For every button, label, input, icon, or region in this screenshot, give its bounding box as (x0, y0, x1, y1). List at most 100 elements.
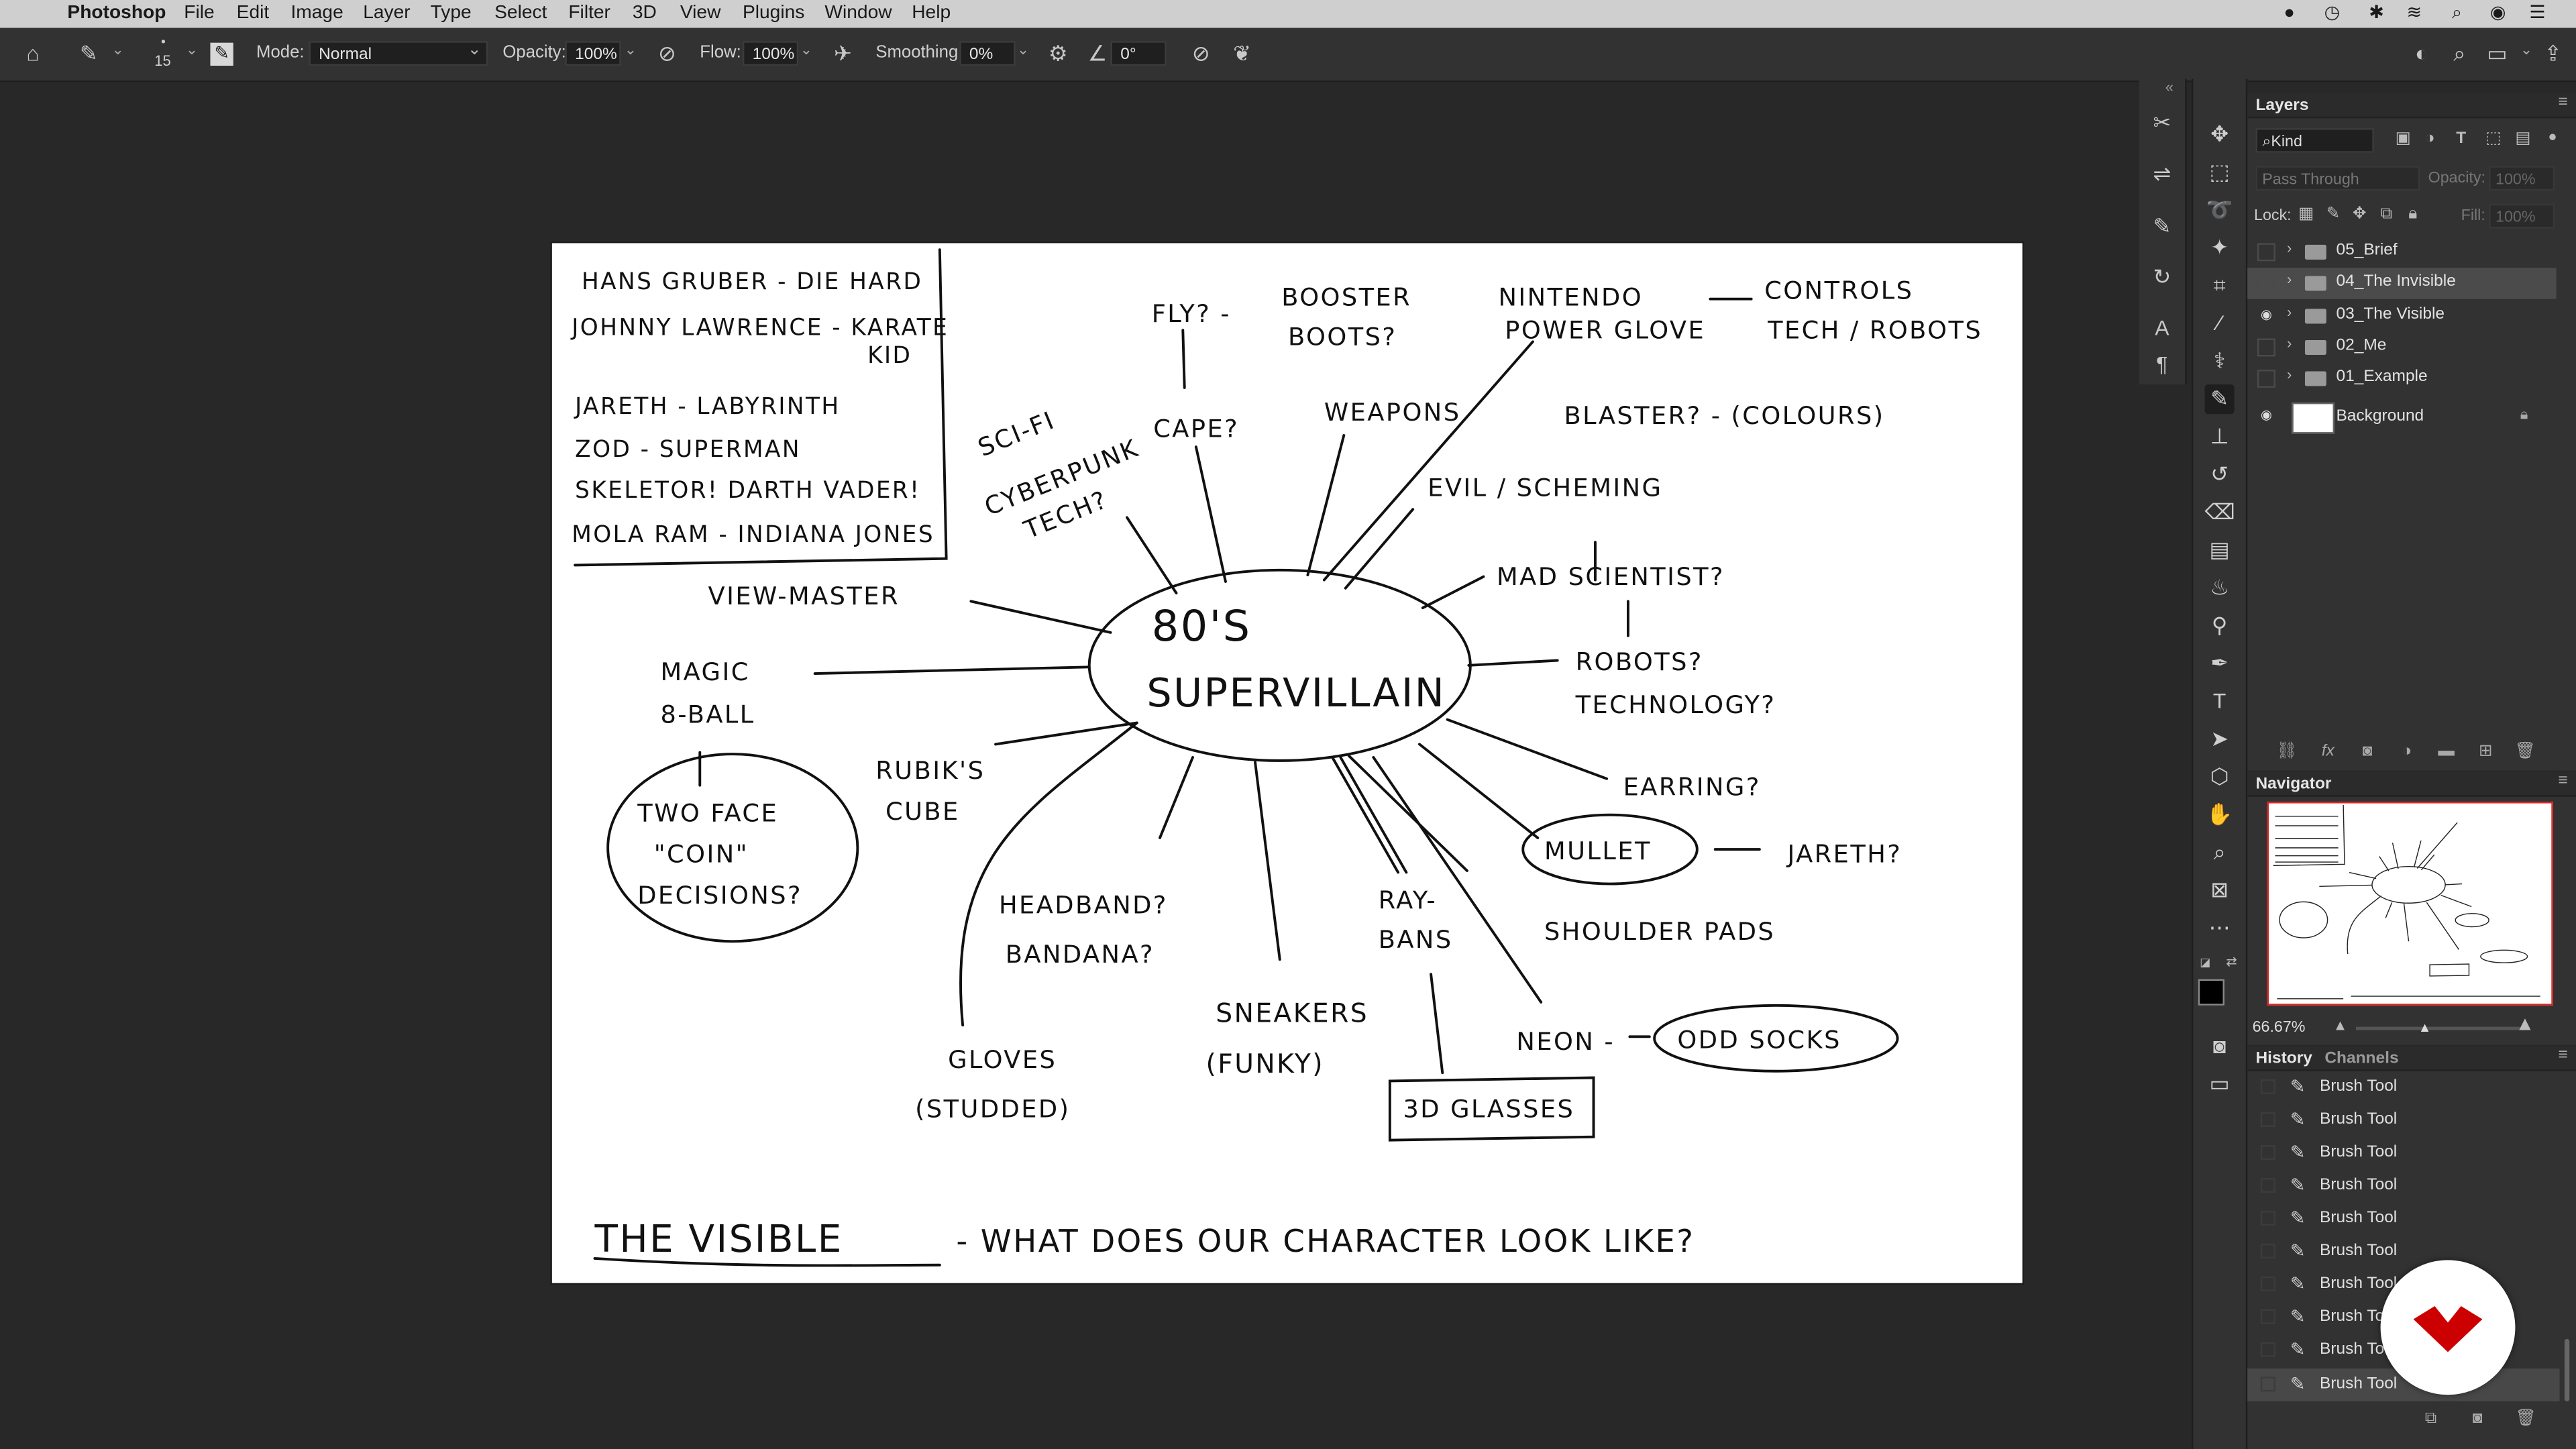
wifi-icon[interactable]: ≋ (2406, 3, 2422, 23)
history-step[interactable]: ✎Brush Tool (2247, 1269, 2559, 1301)
smoothing-field[interactable]: 0% (959, 41, 1016, 66)
layer-filter-kind-select[interactable]: ⌕Kind (2255, 128, 2374, 153)
document-canvas[interactable]: HANS GRUBER - DIE HARD JOHNNY LAWRENCE -… (551, 243, 2023, 1283)
history-source-checkbox[interactable] (2260, 1377, 2275, 1392)
new-layer-icon[interactable]: ⊞ (2479, 742, 2493, 761)
more-tools-icon[interactable]: ⋯ (2208, 915, 2231, 940)
frame-tool-icon[interactable]: ⊠ (2210, 877, 2229, 902)
layer-row-04-the-invisible[interactable]: › 04_The Invisible (2247, 268, 2557, 299)
zoom-tool-icon[interactable]: ⌕ (2213, 839, 2226, 865)
default-colors-icon[interactable]: ◪ (2200, 957, 2211, 969)
delete-layer-icon[interactable]: 🗑︎ (2514, 742, 2536, 761)
blur-tool-icon[interactable]: ♨ (2210, 575, 2229, 600)
history-step-current[interactable]: ✎Brush Tool (2247, 1368, 2560, 1401)
menu-app-name[interactable]: Photoshop (67, 3, 166, 23)
angle-field[interactable]: 0° (1110, 41, 1167, 66)
history-source-checkbox[interactable] (2260, 1276, 2275, 1291)
zoom-in-icon[interactable]: ▲ (2515, 1012, 2535, 1035)
spotlight-search-icon[interactable]: ⌕ (2451, 3, 2463, 23)
lock-transparent-icon[interactable]: ▦ (2298, 205, 2314, 224)
character-icon[interactable]: A (2155, 315, 2169, 340)
eye-icon[interactable]: ◉ (2260, 307, 2272, 323)
type-tool-icon[interactable]: T (2212, 688, 2226, 713)
layer-row-02-me[interactable]: › 02_Me (2247, 332, 2556, 364)
history-step[interactable]: ✎Brush Tool (2247, 1137, 2559, 1170)
pressure-opacity-icon[interactable]: ⊘ (657, 41, 676, 66)
menu-image[interactable]: Image (290, 3, 343, 23)
home-icon[interactable]: ⌂ (26, 41, 40, 66)
foreground-color-swatch[interactable] (2198, 979, 2224, 1006)
adjustment-layer-icon[interactable]: ◑ (2402, 742, 2412, 761)
clone-stamp-tool-icon[interactable]: ⊥ (2210, 423, 2229, 449)
history-step[interactable]: ✎Brush Tool (2247, 1071, 2559, 1104)
opacity-field[interactable]: 100% (565, 41, 621, 66)
mode-select[interactable]: Normal (309, 38, 488, 66)
menu-plugins[interactable]: Plugins (742, 3, 805, 23)
history-brush-tool-icon[interactable]: ↺ (2210, 462, 2229, 486)
tab-channels[interactable]: Channels (2324, 1049, 2399, 1068)
chevron-right-icon[interactable]: › (2287, 335, 2292, 352)
lasso-tool-icon[interactable]: ➰ (2206, 197, 2233, 222)
gradient-tool-icon[interactable]: ▤ (2209, 537, 2230, 562)
menu-type[interactable]: Type (430, 3, 472, 23)
pressure-size-icon[interactable]: ⊘ (1191, 41, 1210, 66)
chevron-down-icon[interactable]: ⌄ (111, 41, 125, 58)
workspace-icon[interactable]: ▭ (2487, 41, 2508, 66)
gear-icon[interactable]: ⚙ (1048, 41, 1068, 66)
control-center-icon[interactable]: ☰ (2529, 3, 2546, 23)
navigator-thumbnail[interactable] (2267, 802, 2553, 1006)
zoom-slider-track[interactable] (2355, 1026, 2520, 1030)
brush-tool-icon[interactable]: ✎ (2204, 384, 2235, 415)
visibility-toggle[interactable] (2257, 243, 2275, 262)
history-step[interactable]: ✎Brush Tool (2247, 1170, 2559, 1203)
paragraph-icon[interactable]: ¶ (2156, 352, 2168, 376)
flow-field[interactable]: 100% (742, 41, 799, 66)
search-icon[interactable]: ⌕ (2453, 41, 2466, 66)
menu-edit[interactable]: Edit (236, 3, 270, 23)
layer-style-fx-icon[interactable]: fx (2321, 742, 2334, 761)
tab-history[interactable]: History (2255, 1049, 2312, 1068)
share-icon[interactable]: ⇪ (2544, 41, 2563, 66)
history-source-checkbox[interactable] (2260, 1210, 2275, 1226)
adjustments-icon[interactable]: ⇌ (2153, 161, 2171, 186)
menu-window[interactable]: Window (824, 3, 892, 23)
pen-tool-icon[interactable]: ✒ (2210, 650, 2229, 676)
new-group-icon[interactable]: ▬ (2438, 742, 2455, 761)
filter-shape-icon[interactable]: ⬚ (2485, 129, 2502, 148)
layer-row-01-example[interactable]: › 01_Example (2247, 363, 2556, 394)
zoom-slider-thumb[interactable]: ▲ (2418, 1020, 2432, 1035)
chevron-right-icon[interactable]: › (2287, 304, 2292, 321)
lock-position-icon[interactable]: ✥ (2352, 205, 2367, 224)
history-scrollbar[interactable] (2564, 1338, 2570, 1401)
move-tool-icon[interactable]: ✥ (2210, 121, 2229, 146)
marquee-tool-icon[interactable]: ⬚ (2209, 159, 2230, 184)
tools-presets-icon[interactable]: ✂ (2153, 110, 2171, 135)
tab-layers[interactable]: Layers (2255, 97, 2309, 115)
quick-mask-icon[interactable]: ◙ (2212, 1033, 2226, 1059)
layer-row-03-the-visible[interactable]: ◉ › 03_The Visible (2247, 301, 2556, 332)
history-source-checkbox[interactable] (2260, 1144, 2275, 1160)
delete-state-icon[interactable]: 🗑︎ (2515, 1409, 2536, 1428)
chevron-right-icon[interactable]: › (2287, 271, 2292, 288)
fill-field[interactable]: 100% (2489, 203, 2555, 229)
menu-select[interactable]: Select (494, 3, 547, 23)
collapse-arrows-icon[interactable]: « (2165, 78, 2174, 96)
new-document-from-state-icon[interactable]: ⧉ (2424, 1409, 2437, 1428)
rotate-icon[interactable]: ↻ (2153, 264, 2171, 290)
swap-colors-icon[interactable]: ⇄ (2226, 954, 2237, 969)
history-step[interactable]: ✎Brush Tool (2247, 1203, 2559, 1236)
menu-view[interactable]: View (680, 3, 721, 23)
brush-size-value[interactable]: 15 (154, 52, 171, 69)
healing-brush-tool-icon[interactable]: ⚕ (2213, 348, 2226, 373)
chevron-down-icon[interactable]: ⌄ (624, 41, 637, 58)
dodge-tool-icon[interactable]: ⚲ (2211, 612, 2228, 638)
camera-snapshot-icon[interactable]: ◙ (2472, 1409, 2483, 1428)
history-source-checkbox[interactable] (2260, 1112, 2275, 1128)
history-source-checkbox[interactable] (2260, 1079, 2275, 1095)
lock-image-icon[interactable]: ✎ (2326, 205, 2341, 224)
filter-smart-object-icon[interactable]: ▤ (2515, 129, 2531, 148)
siri-icon[interactable]: ◉ (2489, 3, 2506, 23)
lock-artboard-icon[interactable]: ⧉ (2380, 205, 2393, 224)
filter-toggle-icon[interactable]: ● (2548, 128, 2557, 145)
hand-tool-icon[interactable]: ✋ (2206, 802, 2233, 826)
